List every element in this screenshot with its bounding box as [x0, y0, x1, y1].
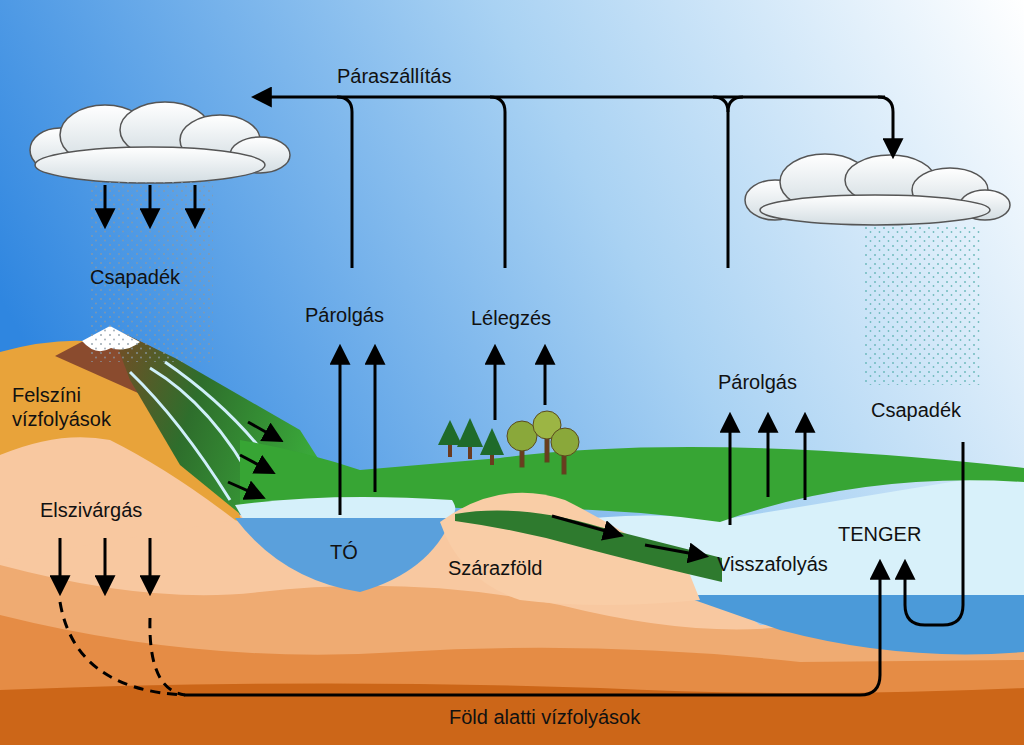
sea-label: TENGER [838, 522, 921, 546]
precipitation-label: Csapadék [871, 398, 961, 422]
infiltration-label: Elszivárgás [40, 498, 142, 522]
groundwater-label: Föld alatti vízfolyások [449, 705, 640, 729]
precipitation-label: Csapadék [90, 265, 180, 289]
surface-runoff-label: Felszíni vízfolyások [12, 383, 172, 431]
evaporation-label: Párolgás [305, 303, 384, 327]
land-label: Szárazföld [448, 556, 543, 580]
transport-label: Páraszállítás [337, 64, 452, 88]
lake-label: TÓ [330, 540, 358, 564]
respiration-label: Lélegzés [471, 306, 551, 330]
evaporation-label: Párolgás [718, 370, 797, 394]
runoff-label: Visszafolyás [717, 552, 828, 576]
